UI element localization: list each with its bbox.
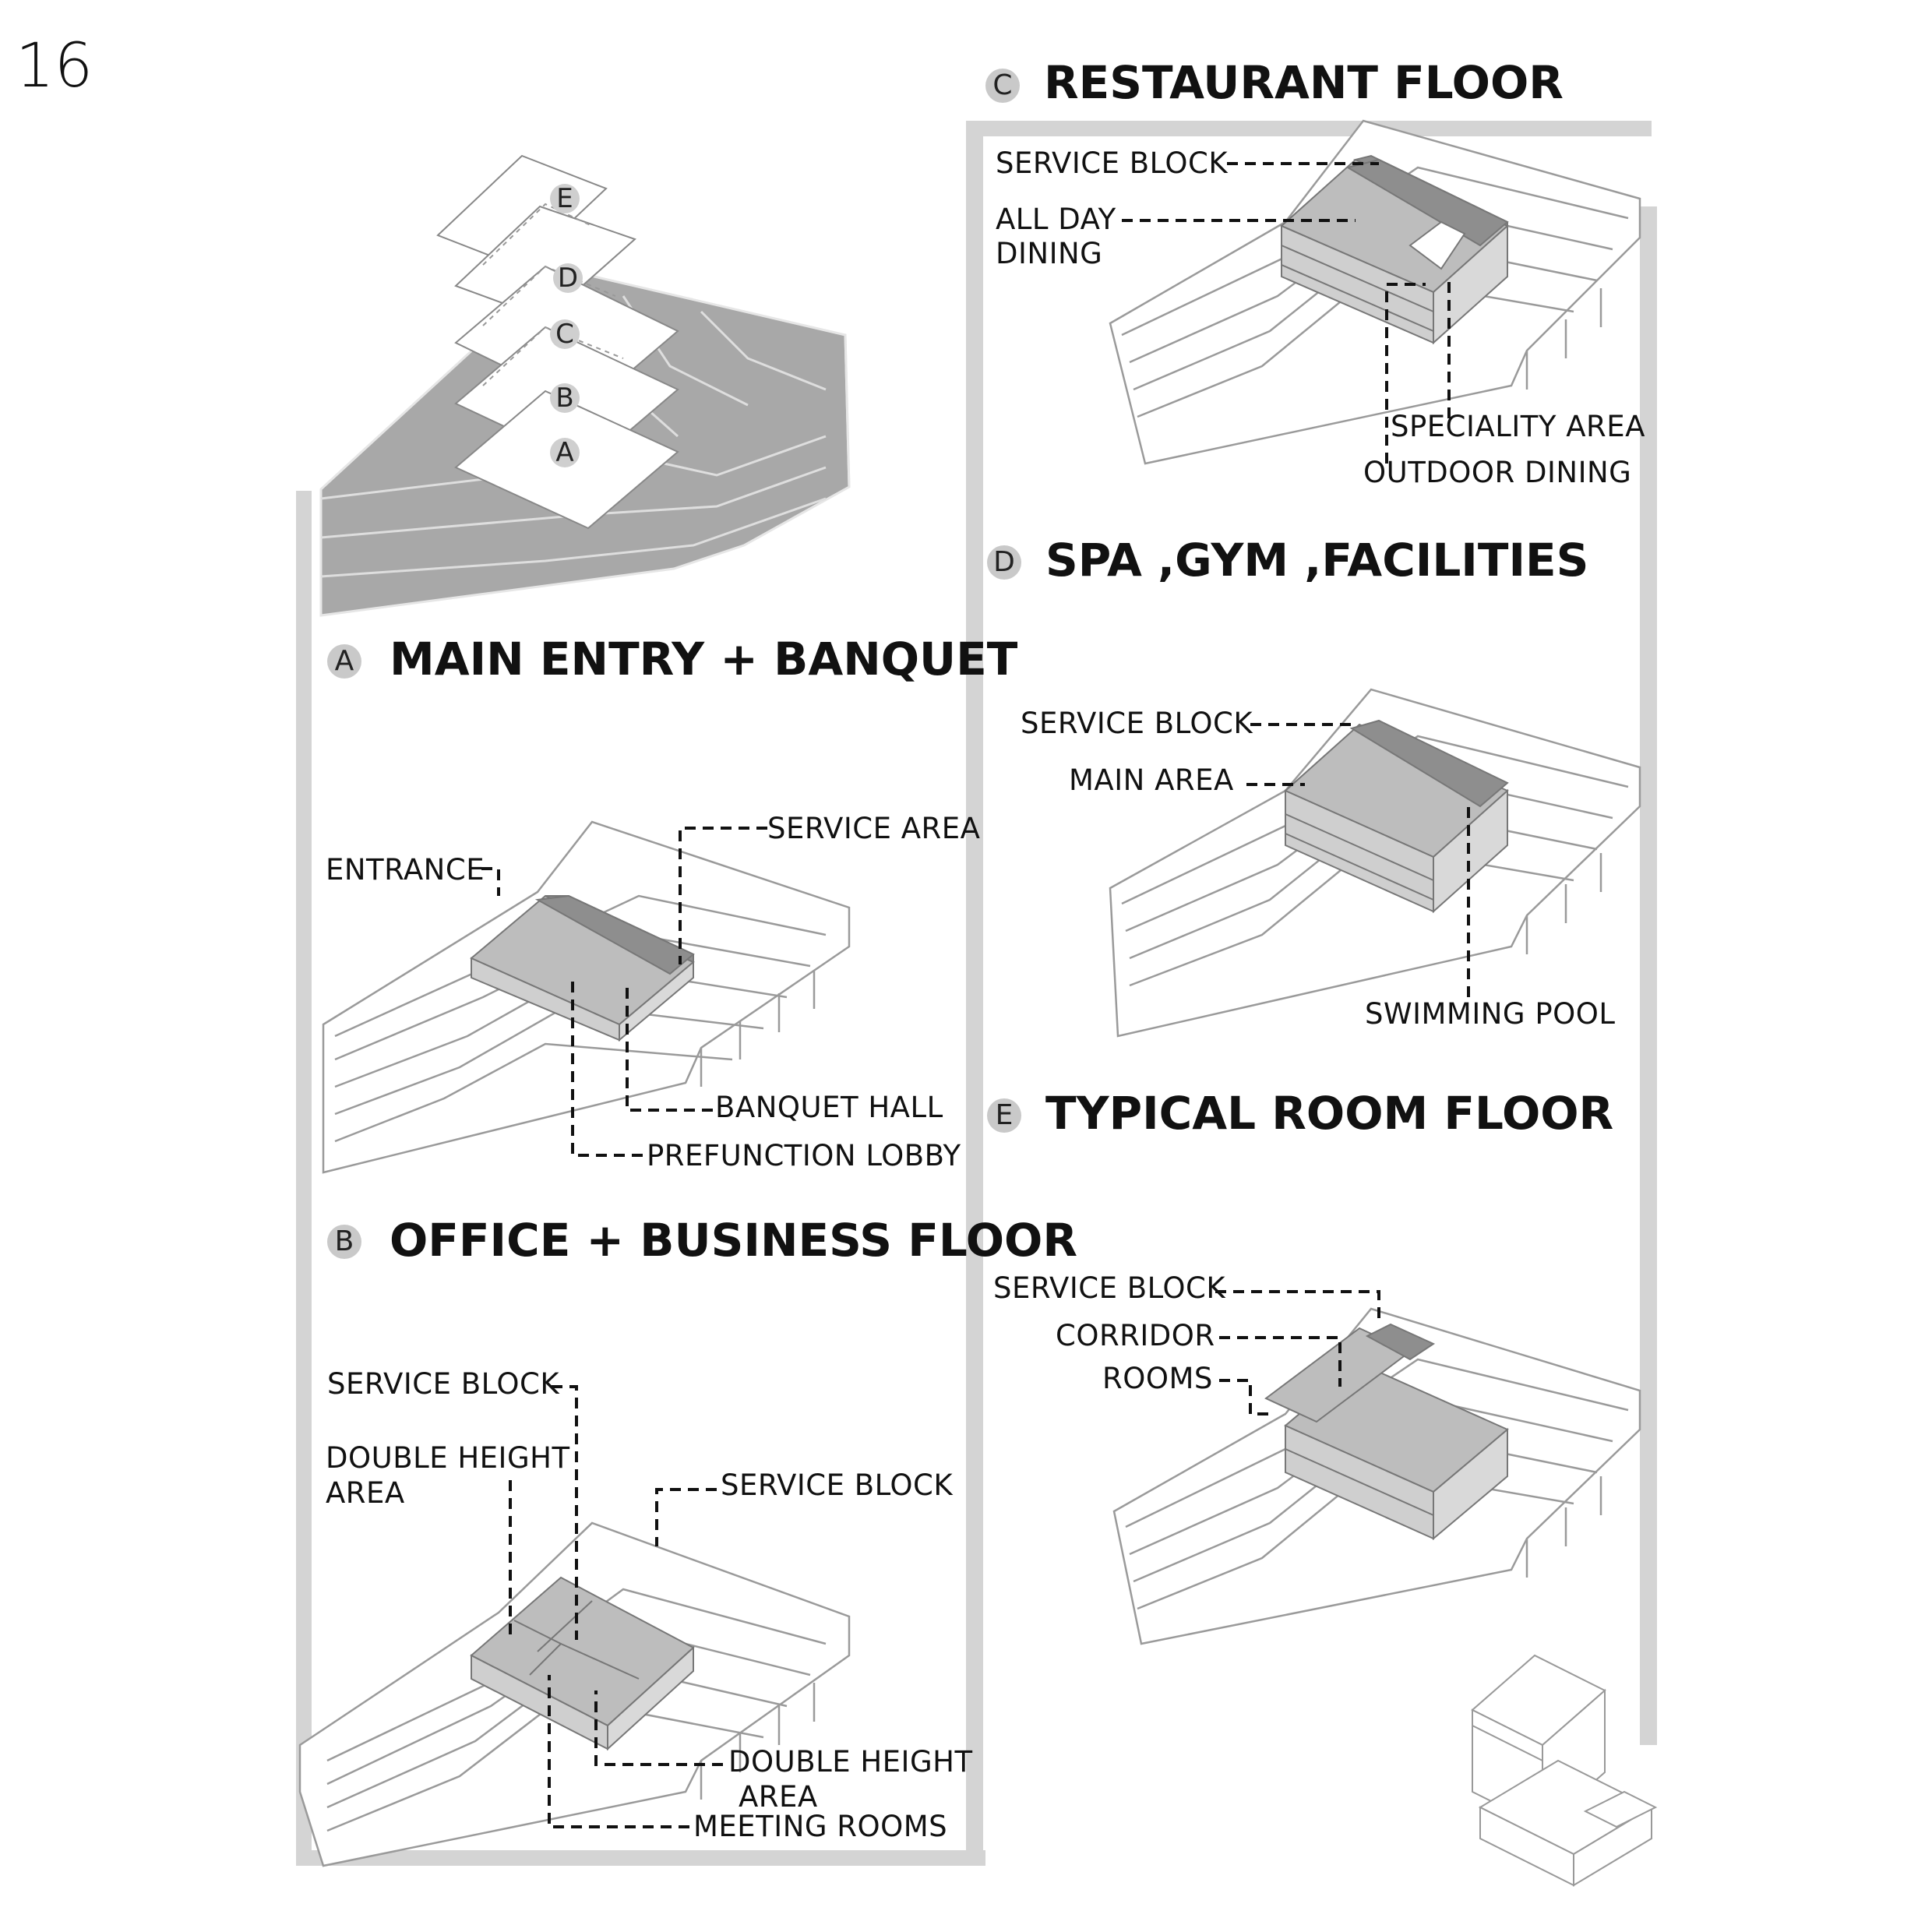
label-all-day-a: ALL DAY xyxy=(996,203,1116,236)
block-a xyxy=(470,894,695,1042)
section-a-title: MAIN ENTRY + BANQUET xyxy=(390,633,1018,686)
section-a-badge: A xyxy=(327,644,361,679)
section-c-title: RESTAURANT FLOOR xyxy=(1044,56,1564,109)
label-double-height-b2b: AREA xyxy=(739,1780,818,1814)
label-service-block-b1: SERVICE BLOCK xyxy=(327,1367,560,1401)
section-e-title: TYPICAL ROOM FLOOR xyxy=(1045,1087,1614,1140)
label-banquet-hall: BANQUET HALL xyxy=(715,1091,943,1124)
block-d xyxy=(1284,719,1509,914)
label-all-day-b: DINING xyxy=(996,237,1103,270)
label-speciality-area: SPECIALITY AREA xyxy=(1391,410,1645,443)
section-c-badge: C xyxy=(985,69,1020,103)
section-e-badge: E xyxy=(987,1098,1021,1133)
label-prefunction-lobby: PREFUNCTION LOBBY xyxy=(647,1139,961,1172)
level-marker-c: C xyxy=(550,319,580,349)
label-corridor: CORRIDOR xyxy=(1056,1319,1215,1352)
block-e xyxy=(1264,1323,1509,1541)
section-b-badge: B xyxy=(327,1225,361,1259)
section-d-title: SPA ,GYM ,FACILITIES xyxy=(1045,534,1589,587)
label-meeting-rooms: MEETING ROOMS xyxy=(693,1810,948,1843)
label-service-block-c: SERVICE BLOCK xyxy=(996,146,1229,180)
block-b xyxy=(470,1576,695,1751)
section-d-badge: D xyxy=(987,545,1021,580)
page-number: 16 xyxy=(16,31,93,101)
label-rooms: ROOMS xyxy=(1102,1362,1213,1395)
label-double-height-b1a: DOUBLE HEIGHT xyxy=(326,1441,570,1475)
leader-lines xyxy=(481,162,1470,1828)
label-main-area: MAIN AREA xyxy=(1069,763,1234,797)
label-entrance: ENTRANCE xyxy=(326,853,485,887)
label-double-height-b1b: AREA xyxy=(326,1476,405,1510)
level-marker-d: D xyxy=(553,263,583,293)
label-service-block-e: SERVICE BLOCK xyxy=(993,1271,1226,1305)
label-outdoor-dining: OUTDOOR DINING xyxy=(1363,456,1632,489)
level-marker-b: B xyxy=(550,383,580,413)
level-marker-a: A xyxy=(550,438,580,467)
label-double-height-b2a: DOUBLE HEIGHT xyxy=(728,1745,973,1779)
frame xyxy=(296,121,1657,1866)
level-marker-e: E xyxy=(550,184,580,213)
label-service-block-b2: SERVICE BLOCK xyxy=(721,1468,954,1502)
label-service-block-d: SERVICE BLOCK xyxy=(1021,707,1253,740)
block-c xyxy=(1280,154,1509,345)
mini-building xyxy=(1471,1654,1658,1887)
label-service-area: SERVICE AREA xyxy=(767,812,981,845)
section-b-title: OFFICE + BUSINESS FLOOR xyxy=(390,1214,1078,1267)
label-swimming-pool: SWIMMING POOL xyxy=(1365,997,1616,1031)
